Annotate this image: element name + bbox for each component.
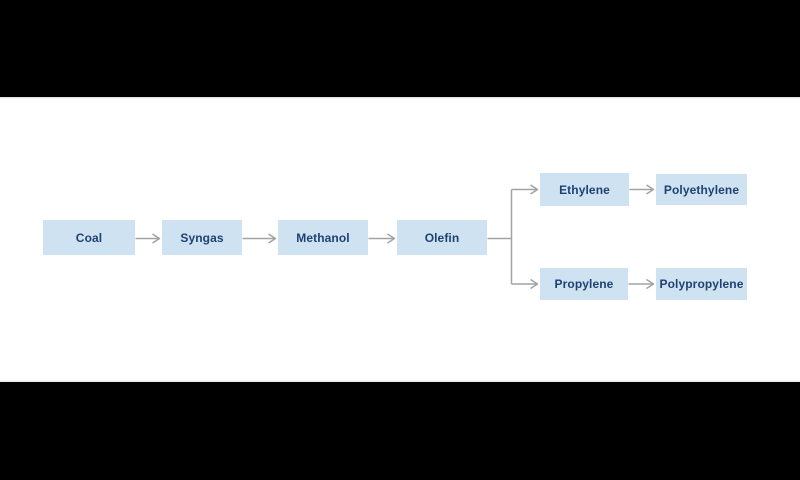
letterbox-top (0, 0, 800, 97)
node-methanol: Methanol (278, 220, 368, 255)
node-propylene: Propylene (540, 268, 628, 300)
node-polypropylene: Polypropylene (656, 268, 747, 300)
edge-coal-syngas-arrowhead (152, 233, 161, 244)
edge-propylene-polypropylene-arrowhead (646, 278, 655, 290)
node-syngas: Syngas (162, 220, 242, 255)
edge-olefin-propylene-arrowhead (530, 278, 539, 290)
node-polyethylene: Polyethylene (656, 174, 747, 205)
edge-olefin-ethylene-arrowhead (530, 184, 539, 195)
node-olefin: Olefin (397, 220, 487, 255)
node-ethylene: Ethylene (540, 173, 629, 206)
diagram-canvas: Coal Syngas Methanol Olefin Ethylene Pol… (0, 97, 800, 382)
letterbox-bottom (0, 382, 800, 480)
edge-methanol-olefin-arrowhead (387, 233, 396, 244)
edge-ethylene-polyethylene-arrowhead (646, 184, 655, 195)
node-coal: Coal (43, 220, 135, 255)
edge-syngas-methanol-arrowhead (268, 233, 277, 244)
